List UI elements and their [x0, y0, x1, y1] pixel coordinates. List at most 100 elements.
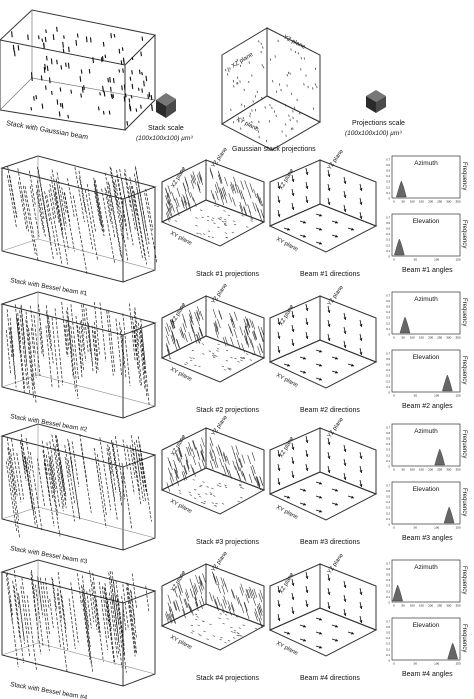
projections-caption: Stack #4 projections	[196, 675, 260, 682]
y-tick-label: 0.1	[386, 517, 390, 521]
y-tick-label: 0	[388, 197, 390, 201]
bessel-beam-mark	[129, 188, 141, 244]
gaussian-beam-mark	[118, 48, 121, 54]
bessel-beam-mark	[136, 188, 150, 257]
bessel-beam-mark	[31, 570, 36, 599]
bessel-beam-mark	[30, 572, 38, 619]
x-tick-label: 100	[434, 258, 439, 262]
x-tick-label: 100	[410, 468, 415, 472]
bessel-beam-mark	[117, 597, 126, 655]
bessel-beam-mark	[41, 440, 48, 476]
bessel-beam-mark	[93, 447, 101, 491]
projection-marks	[165, 571, 264, 644]
gaussian-beam-mark	[56, 26, 58, 32]
gaussian-beam-mark	[56, 99, 59, 105]
y-tick-label: 0.7	[386, 157, 390, 161]
bessel-beam-mark	[64, 192, 71, 222]
gaussian-beam-mark	[31, 76, 33, 81]
angles-caption: Beam #2 angles	[402, 403, 453, 410]
bessel-beam-mark	[17, 318, 26, 391]
gaussian-beam-mark	[83, 85, 85, 91]
y-tick-label: 0.6	[386, 431, 390, 435]
bessel-beam-mark	[68, 598, 76, 650]
gaussian-beam-mark	[37, 35, 40, 40]
bessel-beam-marks	[5, 570, 150, 673]
y-tick-label: 0.4	[386, 232, 390, 236]
y-tick-label: 0.5	[386, 573, 390, 577]
bessel-beam-mark	[130, 591, 136, 623]
gaussian-beam-mark	[44, 85, 47, 90]
bessel-beam-mark	[139, 330, 148, 397]
bessel-beam-mark	[20, 586, 31, 657]
frequency-label: Frequency	[461, 488, 467, 516]
projection-marks	[165, 167, 265, 239]
gaussian-beam-mark	[61, 103, 64, 109]
bessel-beam-mark	[67, 178, 75, 219]
bessel-beam-mark	[130, 589, 137, 638]
bessel-beam-mark	[94, 179, 105, 233]
bessel-beam-mark	[104, 583, 113, 640]
gaussian-projection-marks	[225, 39, 318, 143]
x-tick-label: 200	[428, 336, 433, 340]
bessel-beam-mark	[126, 587, 136, 657]
x-tick-label: 300	[446, 468, 451, 472]
gaussian-stack-panel: Stack with Gaussian beam	[0, 9, 157, 141]
bessel-beam-mark	[56, 438, 65, 486]
y-tick-label: 0	[388, 601, 390, 605]
frequency-label: Frequency	[461, 430, 467, 458]
angles-caption: Beam #3 angles	[402, 535, 453, 542]
y-tick-label: 0.2	[386, 453, 390, 457]
bessel-beam-mark	[37, 576, 44, 618]
bessel-beam-mark	[93, 331, 99, 371]
bessel-stack-cube	[0, 291, 157, 419]
y-tick-label: 0.6	[386, 299, 390, 303]
bessel-beam-mark	[20, 441, 26, 474]
bessel-beam-mark	[122, 313, 131, 386]
gaussian-beam-mark	[88, 68, 91, 74]
bessel-beam-mark	[56, 172, 67, 227]
bessel-beam-mark	[26, 457, 38, 528]
projections-caption: Stack #3 projections	[196, 539, 260, 546]
bessel-beam-mark	[51, 169, 64, 232]
gaussian-beam-mark	[80, 69, 83, 74]
bessel-beam-mark	[5, 461, 18, 533]
bessel-beam-mark	[29, 185, 40, 237]
y-tick-label: 0	[388, 465, 390, 469]
yz-plane-label: YZ plane	[327, 285, 345, 307]
gaussian-beam-mark	[113, 33, 116, 38]
x-tick-label: 0	[393, 336, 395, 340]
bessel-beam-mark	[81, 585, 92, 665]
gaussian-beam-mark	[131, 70, 133, 75]
frequency-label: Frequency	[461, 298, 467, 326]
gaussian-beam-mark	[43, 42, 45, 48]
gaussian-beam-mark	[80, 93, 82, 98]
bessel-beam-mark	[126, 582, 136, 653]
beam-directions-cube	[268, 295, 378, 389]
bessel-beam-mark	[21, 453, 27, 482]
bessel-beam-mark	[70, 304, 79, 381]
bessel-beam-mark	[135, 166, 150, 245]
x-tick-label: 150	[419, 336, 424, 340]
directions-caption: Beam #3 directions	[300, 539, 360, 546]
gaussian-beam-mark	[50, 58, 53, 65]
gaussian-beam-mark	[76, 33, 79, 38]
stack-projections-cube	[160, 159, 266, 247]
bessel-beam-mark	[135, 167, 147, 231]
histogram-title: Elevation	[413, 622, 440, 629]
bessel-beam-mark	[83, 304, 89, 352]
x-tick-label: 150	[455, 526, 460, 530]
frequency-label: Frequency	[461, 356, 467, 384]
bessel-beam-mark	[133, 191, 148, 265]
bessel-beam-mark	[80, 443, 92, 513]
bessel-beam-mark	[135, 448, 141, 481]
bessel-beam-mark	[132, 317, 137, 355]
x-tick-label: 150	[419, 200, 424, 204]
bessel-beam-mark	[25, 319, 34, 398]
bessel-beam-mark	[82, 599, 91, 660]
gaussian-beam-mark	[129, 105, 132, 112]
gaussian-beam-mark	[35, 94, 38, 100]
gaussian-beam-mark	[41, 103, 44, 109]
bessel-beam-mark	[138, 322, 146, 390]
